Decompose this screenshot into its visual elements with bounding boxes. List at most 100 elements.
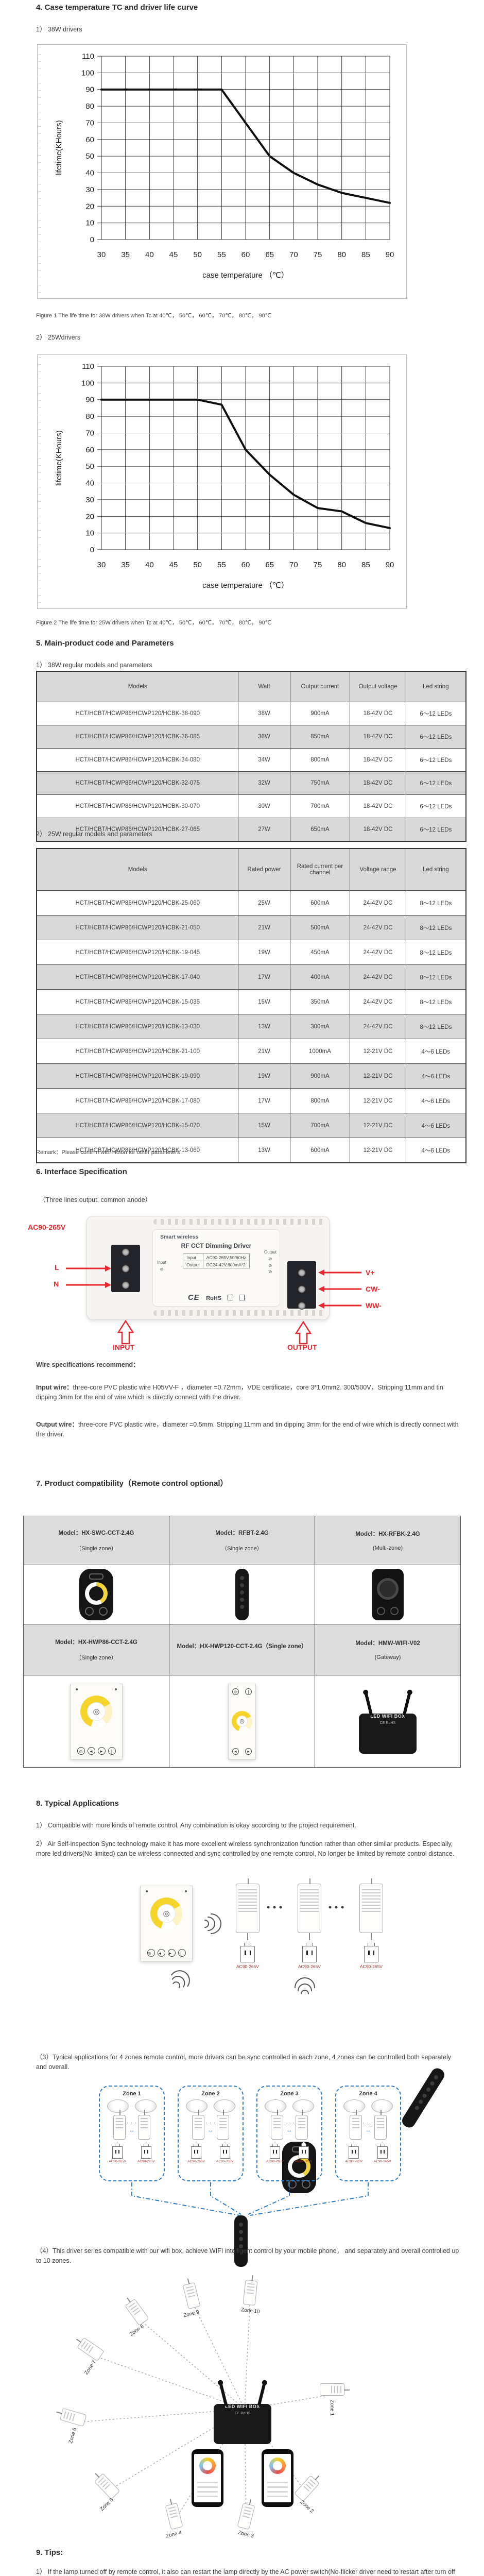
driver-label: Smart wireless RF CCT Dimming Driver Inp… <box>152 1229 280 1307</box>
led-driver-icon <box>374 2110 387 2140</box>
section-8-title: 8. Typical Applications <box>36 1799 119 1808</box>
zone-label: Zone 2 <box>201 2091 220 2097</box>
led-driver-icon <box>350 2110 362 2140</box>
downlight-icon <box>343 2099 365 2113</box>
ac-voltage-label: AC90-265V <box>298 1964 321 1969</box>
zone-label: Zone 2 <box>299 2499 315 2515</box>
ac-voltage-label: AC90-265V <box>266 2160 284 2163</box>
column-header: Output current <box>289 671 351 702</box>
more-drivers-dots: · · · <box>205 2120 216 2126</box>
stick-remote-image <box>234 2215 248 2267</box>
svg-text:70: 70 <box>85 118 94 127</box>
more-drivers-dots: · · · <box>284 2120 295 2126</box>
column-header: Models <box>36 848 239 891</box>
driver-unit: AC90-265V <box>233 1878 263 1969</box>
svg-text:55: 55 <box>217 561 226 569</box>
led-driver-icon <box>298 1878 321 1933</box>
compat-header-cell: Model：HX-HWP86-CCT-2.4G（Single zone） <box>23 1624 169 1675</box>
plug-icon <box>368 1940 375 1946</box>
compat-header-cell: Model：HMW-WIFI-V02(Gateway) <box>315 1624 461 1675</box>
svg-text:45: 45 <box>169 561 178 569</box>
svg-text:40: 40 <box>85 169 94 178</box>
zone-driver: Zone 9 <box>176 2282 207 2319</box>
svg-text:75: 75 <box>314 561 322 569</box>
downlight-icon <box>371 2099 393 2113</box>
compat-header-cell: Model：HX-SWC-CCT-2.4G（Single zone） <box>23 1516 169 1565</box>
zone-driver: Zone 10 <box>235 2279 266 2315</box>
led-driver-icon <box>217 2110 229 2140</box>
svg-text:40: 40 <box>145 250 154 259</box>
compat-header-cell: Model：HX-HWP120-CCT-2.4G（Single zone） <box>169 1624 315 1675</box>
downlight-icon <box>292 2099 314 2113</box>
svg-text:30: 30 <box>85 185 94 194</box>
driver-wiring-diagram: Smart wireless RF CCT Dimming Driver Inp… <box>0 1212 484 1351</box>
plug-icon <box>115 2142 120 2146</box>
zone-label: Zone 3 <box>237 2530 255 2539</box>
svg-text:65: 65 <box>265 250 274 259</box>
subsection-38w-models: 1） 38W regular models and parameters <box>36 662 152 669</box>
sync-arrow-icon: ↔ <box>129 2127 135 2133</box>
narrow-wall-panel-image: ◎❘ ◎ ◄► <box>228 1683 256 1759</box>
vent-slots <box>153 1310 325 1316</box>
touch-remote-image <box>79 1569 113 1620</box>
led-driver-icon <box>165 2502 183 2530</box>
column-header: Rated power <box>238 848 290 891</box>
plug-icon <box>194 2142 199 2146</box>
compat-image-cell: LED WIFI BOX CE RoHS <box>315 1675 461 1768</box>
led-driver-icon <box>294 2475 320 2502</box>
plug-icon <box>351 2142 357 2146</box>
outlet-icon <box>112 2146 123 2159</box>
plug-icon <box>272 2142 278 2146</box>
outlet-icon <box>219 2146 230 2159</box>
stick-remote-image <box>235 1569 249 1620</box>
compat-header-cell: Model：HX-RFBK-2.4G(Multi-zone) <box>315 1516 461 1565</box>
column-header: Watt <box>238 671 290 702</box>
subsection-25w-drivers: 2） 25Wdrivers <box>36 334 81 341</box>
wire-spec-title: Wire specifications recommend： <box>36 1361 140 1368</box>
smartphone-image <box>192 2449 223 2507</box>
sync-arrow-icon: ↔ <box>286 2127 292 2133</box>
svg-text:100: 100 <box>81 69 94 77</box>
screw-icon <box>122 1265 130 1273</box>
wall-panel-image: ◎ ◎◄►❘ <box>70 1683 123 1759</box>
zone-driver: Zone 6 <box>58 2405 89 2444</box>
svg-text:60: 60 <box>85 446 94 454</box>
zone-label: Zone 5 <box>99 2497 115 2513</box>
plug-icon <box>222 2142 228 2146</box>
section-9-tips: 9. Tips: 1） If the lamp turned off by re… <box>36 2548 456 2576</box>
svg-text:35: 35 <box>121 561 130 569</box>
svg-text:10: 10 <box>85 529 94 538</box>
led-driver-icon <box>320 2383 344 2396</box>
svg-text:110: 110 <box>82 52 94 61</box>
section-6-subtitle: （Three lines output, common anode） <box>39 1196 152 1204</box>
screw-icon <box>298 1269 306 1277</box>
application-note-3: （3）Typical applications for 4 zones remo… <box>36 2054 451 2071</box>
zone-label: Zone 4 <box>359 2091 377 2097</box>
zone-driver: Zone 4 <box>159 2502 189 2539</box>
svg-text:60: 60 <box>241 250 250 259</box>
tip-item: 1） If the lamp turned off by remote cont… <box>36 2568 455 2575</box>
sync-arrow-icon: ↔ <box>208 2127 214 2133</box>
outlet-icon <box>270 2146 281 2159</box>
svg-text:case temperature （℃）: case temperature （℃） <box>202 581 289 590</box>
column-header: Led string <box>405 671 466 702</box>
downlight-icon <box>214 2099 235 2113</box>
ac-voltage-label: AC90-265V <box>109 2160 126 2163</box>
neutral-label: N <box>54 1280 59 1288</box>
screw-icon <box>122 1281 130 1289</box>
output-wire-spec: Output wire：three-core PVC plastic wire，… <box>36 1421 459 1438</box>
zone-label: Zone 3 <box>280 2091 299 2097</box>
led-driver-icon <box>237 2502 255 2530</box>
cert-box-icon <box>227 1295 233 1300</box>
